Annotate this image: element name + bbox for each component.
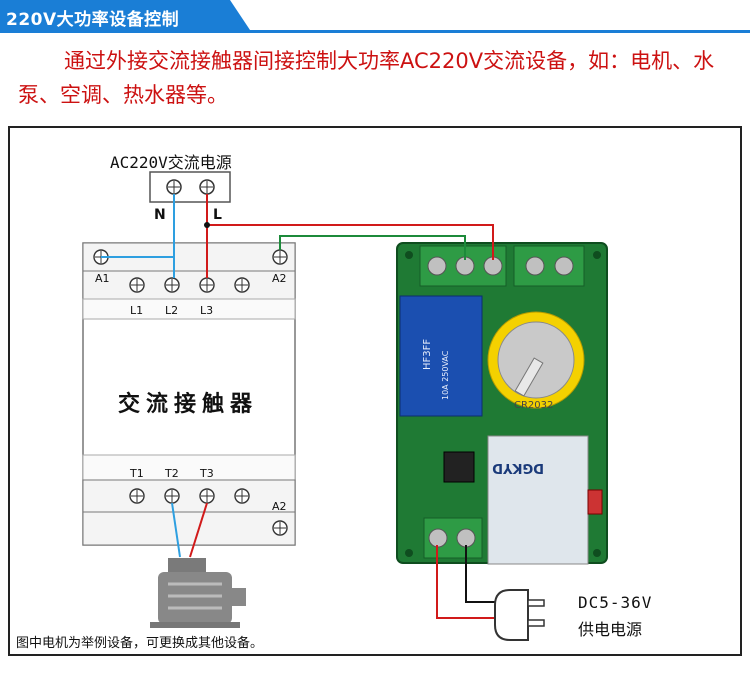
screw-l1: [129, 277, 145, 293]
intro-text: 通过外接交流接触器间接控制大功率AC220V交流设备，如：电机、水泵、空调、热水…: [18, 44, 743, 112]
label-a2-top: A2: [272, 272, 287, 285]
intro-text-content: 通过外接交流接触器间接控制大功率AC220V交流设备，如：电机、水泵、空调、热水…: [18, 49, 715, 107]
label-l2: L2: [165, 304, 178, 317]
label-t3: T3: [199, 467, 214, 480]
contactor-body: [82, 242, 296, 546]
svg-text:10A 250VAC: 10A 250VAC: [441, 350, 450, 400]
ac-source-terminal-block: [149, 171, 231, 203]
label-t1: T1: [129, 467, 144, 480]
contactor-title: 交流接触器: [118, 391, 259, 417]
label-a1: A1: [95, 272, 110, 285]
label-a2-bottom: A2: [272, 500, 287, 513]
screw-a2-bottom: [272, 520, 288, 536]
wires: [101, 194, 495, 619]
screw-t3: [199, 488, 215, 504]
screw-l3: [199, 277, 215, 293]
relay-module: HF3FF 10A 250VAC CR2032 DGKYD: [396, 242, 608, 565]
wire-a2-green: [279, 235, 466, 260]
screw-extra-top: [234, 277, 250, 293]
wire-l-red-to-relay: [207, 224, 494, 260]
wire-n-blue: [101, 194, 175, 278]
label-l1: L1: [130, 304, 143, 317]
footnote: 图中电机为举例设备，可更换成其他设备。: [16, 636, 264, 651]
header-banner: [0, 0, 750, 33]
screw-l2: [164, 277, 180, 293]
dc-plug-icon: [494, 589, 545, 641]
screw-t1: [129, 488, 145, 504]
diagram-frame: [8, 126, 742, 656]
label-t2: T2: [164, 467, 179, 480]
label-l3: L3: [200, 304, 213, 317]
ac-source-label: AC220V交流电源: [110, 153, 232, 172]
screw-a2-top: [272, 249, 288, 265]
terminal-screw-n: [166, 179, 182, 195]
dc-voltage-label: DC5-36V: [578, 593, 653, 612]
wire-dc-black: [465, 545, 495, 603]
wire-t2-blue: [171, 502, 181, 558]
screw-extra-bottom: [234, 488, 250, 504]
screw-t2: [164, 488, 180, 504]
n-label: N: [154, 207, 166, 223]
svg-text:HF3FF: HF3FF: [422, 339, 433, 370]
motor-icon: [150, 558, 246, 628]
wire-t3-red: [189, 502, 208, 558]
terminal-screw-l: [199, 179, 215, 195]
wire-dc-red: [436, 545, 495, 619]
svg-text:DGKYD: DGKYD: [492, 460, 544, 475]
dc-supply-label: 供电电源: [578, 620, 643, 639]
header-title: 220V大功率设备控制: [6, 10, 180, 30]
contactor-screws: [93, 249, 288, 536]
l-label: L: [213, 207, 222, 223]
svg-text:CR2032: CR2032: [514, 400, 553, 411]
